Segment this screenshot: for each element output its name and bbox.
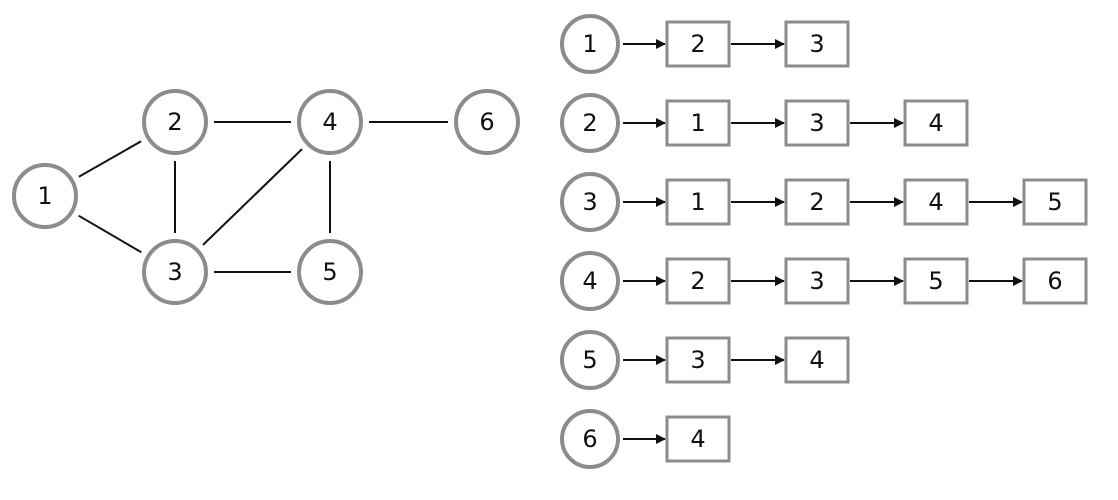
list-head-label: 1 (582, 30, 597, 58)
list-neighbor-label: 1 (690, 109, 705, 137)
graph-node-circle (454, 89, 520, 155)
list-neighbor-label: 4 (928, 109, 943, 137)
list-head-label: 6 (582, 425, 597, 453)
list-neighbor-box (784, 178, 850, 226)
list-neighbor-label: 6 (1047, 267, 1062, 295)
adjacency-row-1: 1 2 3 (560, 14, 850, 74)
list-neighbor-box (665, 257, 731, 305)
graph-edge-3-4 (202, 148, 303, 246)
list-head-label: 3 (582, 188, 597, 216)
list-neighbor-box (784, 20, 850, 68)
list-neighbor-label: 2 (690, 267, 705, 295)
list-neighbor-box (1022, 257, 1088, 305)
list-neighbor-label: 2 (690, 30, 705, 58)
graph-node-label: 6 (479, 108, 494, 136)
graph-node-label: 5 (322, 258, 337, 286)
graph-node-6: 6 (454, 89, 520, 155)
list-neighbor-label: 3 (809, 267, 824, 295)
list-neighbor-label: 1 (690, 188, 705, 216)
adjacency-row-5: 5 3 4 (560, 330, 850, 390)
graph-node-circle (297, 89, 363, 155)
graph-node-2: 2 (142, 89, 208, 155)
graph-node-5: 5 (297, 239, 363, 305)
graph-edge-1-2 (78, 140, 142, 178)
list-head-label: 4 (582, 267, 597, 295)
graph-node-circle (12, 163, 78, 229)
list-neighbor-label: 5 (1047, 188, 1062, 216)
list-head-circle (560, 93, 620, 153)
list-neighbor-label: 4 (690, 425, 705, 453)
list-head-circle (560, 251, 620, 311)
list-neighbor-box (903, 99, 969, 147)
graph-node-circle (297, 239, 363, 305)
list-neighbor-label: 3 (809, 30, 824, 58)
list-neighbor-label: 2 (809, 188, 824, 216)
list-head-label: 2 (582, 109, 597, 137)
list-neighbor-box (665, 336, 731, 384)
graph-node-label: 3 (167, 258, 182, 286)
list-neighbor-box (903, 257, 969, 305)
adjacency-row-2: 2 1 3 4 (560, 93, 969, 153)
list-head-circle (560, 14, 620, 74)
list-head-label: 5 (582, 346, 597, 374)
undirected-graph: 1 2 3 4 5 6 (12, 89, 520, 305)
list-neighbor-box (784, 336, 850, 384)
graph-node-3: 3 (142, 239, 208, 305)
list-neighbor-label: 4 (809, 346, 824, 374)
list-neighbor-box (665, 178, 731, 226)
adjacency-row-3: 3 1 2 4 5 (560, 172, 1088, 232)
graph-node-4: 4 (297, 89, 363, 155)
list-head-circle (560, 330, 620, 390)
list-neighbor-box (665, 415, 731, 463)
list-neighbor-label: 3 (690, 346, 705, 374)
list-neighbor-label: 5 (928, 267, 943, 295)
graph-node-circle (142, 239, 208, 305)
list-head-circle (560, 409, 620, 469)
list-neighbor-label: 3 (809, 109, 824, 137)
graph-edge-1-3 (78, 214, 142, 254)
adjacency-row-4: 4 2 3 5 6 (560, 251, 1088, 311)
list-neighbor-label: 4 (928, 188, 943, 216)
list-neighbor-box (665, 20, 731, 68)
list-neighbor-box (784, 257, 850, 305)
list-neighbor-box (784, 99, 850, 147)
graph-node-1: 1 (12, 163, 78, 229)
graph-node-label: 1 (37, 182, 52, 210)
graph-node-label: 4 (322, 108, 337, 136)
list-neighbor-box (903, 178, 969, 226)
list-neighbor-box (1022, 178, 1088, 226)
list-head-circle (560, 172, 620, 232)
graph-node-label: 2 (167, 108, 182, 136)
graph-node-circle (142, 89, 208, 155)
list-neighbor-box (665, 99, 731, 147)
